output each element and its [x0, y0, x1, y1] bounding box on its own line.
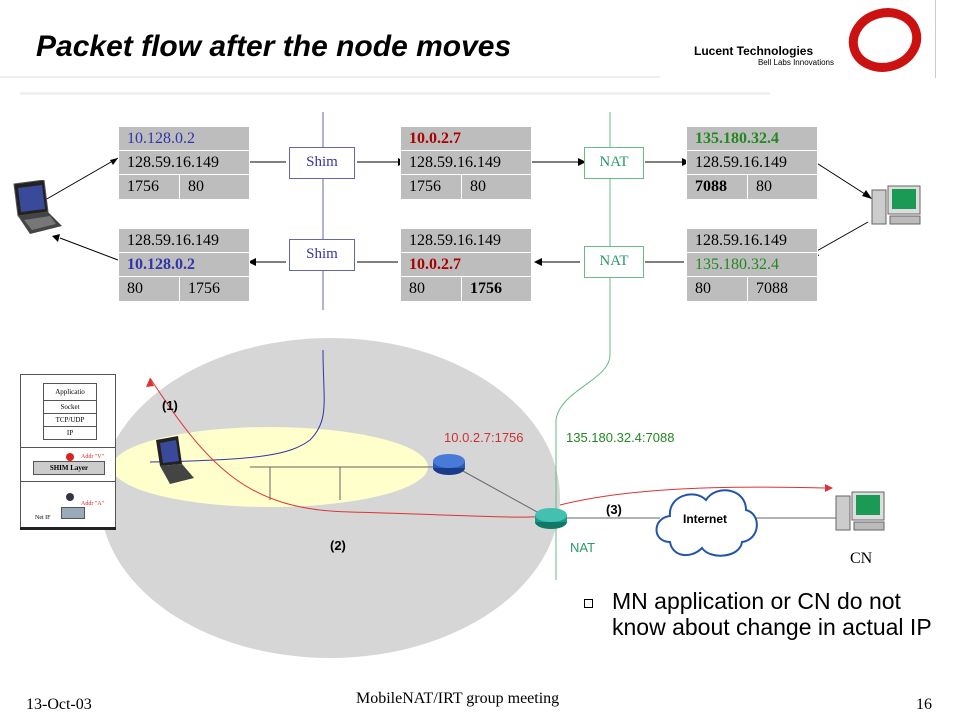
lucent-ring-icon — [848, 8, 922, 72]
arrow-pkt-to-cn — [814, 161, 869, 197]
private-address-label: 10.0.2.7:1756 — [444, 430, 524, 445]
router-icon — [433, 454, 465, 475]
stack-application: Applicatio — [43, 383, 97, 401]
packet-dport: 80 — [188, 178, 204, 195]
packet-top-mid: 10.0.2.7 128.59.16.149 1756 80 — [400, 126, 532, 200]
bullet-text: MN application or CN do not know about c… — [612, 588, 932, 640]
company-logo: Lucent Technologies Bell Labs Innovation… — [694, 44, 834, 67]
internet-label: Internet — [683, 512, 728, 526]
addr-a-label: Addr "A" — [81, 501, 105, 507]
addr-v-label: Addr "V" — [81, 454, 105, 460]
protocol-stack: Applicatio Socket TCP/UDP IP SHIM Layer … — [20, 374, 116, 528]
shim-box-top: Shim — [289, 147, 355, 179]
packet-path-return — [149, 377, 546, 518]
packet-dst: 10.128.0.2 — [119, 253, 249, 277]
packet-sport: 1756 — [119, 175, 180, 199]
packet-bot-mid: 128.59.16.149 10.0.2.7 80 1756 — [400, 228, 532, 302]
addr-a-dot-icon — [66, 493, 74, 501]
packet-src: 128.59.16.149 — [119, 229, 249, 253]
packet-dst: 128.59.16.149 — [401, 151, 531, 175]
page-title: Packet flow after the node moves — [36, 30, 512, 63]
mobile-node-laptop-icon — [156, 436, 194, 484]
nat-device-icon — [535, 508, 567, 529]
logo-tagline: Bell Labs Innovations — [757, 58, 834, 67]
packet-bot-right: 128.59.16.149 135.180.32.4 80 7088 — [686, 228, 818, 302]
footer-page-number: 16 — [916, 696, 932, 713]
packet-sport: 7088 — [687, 175, 748, 199]
packet-dport: 1756 — [470, 280, 502, 297]
bullet-icon — [584, 599, 593, 608]
nat-boundary-line — [555, 354, 611, 580]
nat-device-label: NAT — [570, 540, 596, 555]
step-3-label: (3) — [606, 502, 622, 517]
packet-src: 128.59.16.149 — [687, 229, 817, 253]
header-divider — [0, 76, 660, 78]
correspondent-node-desktop-icon — [835, 491, 885, 531]
router-nat-link — [451, 464, 549, 519]
packet-src: 135.180.32.4 — [687, 127, 817, 151]
net-card-icon — [61, 507, 85, 519]
packet-bot-left: 128.59.16.149 10.128.0.2 80 1756 — [118, 228, 250, 302]
public-address-label: 135.180.32.4:7088 — [566, 430, 675, 445]
stack-shim-layer: SHIM Layer — [33, 461, 105, 475]
logo-company-name: Lucent Technologies — [694, 44, 814, 58]
arrow-pkt-to-mn — [59, 237, 119, 261]
packet-path-out — [559, 486, 826, 506]
shim-boundary-line — [149, 349, 325, 463]
packet-dst: 10.0.2.7 — [401, 253, 531, 277]
packet-top-left: 10.128.0.2 128.59.16.149 1756 80 — [118, 126, 250, 200]
internet-cloud-icon — [655, 489, 758, 557]
nat-box-top: NAT — [584, 147, 644, 179]
stack-tcpudp: TCP/UDP — [43, 413, 97, 427]
arrow-cn-to-pkt — [814, 221, 869, 253]
packet-src: 128.59.16.149 — [401, 229, 531, 253]
footer-center: MobileNAT/IRT group meeting — [356, 690, 560, 707]
stack-socket: Socket — [43, 400, 97, 414]
packet-dport: 7088 — [756, 280, 788, 297]
packet-sport: 80 — [119, 277, 180, 301]
packet-dport: 80 — [756, 178, 772, 195]
shim-box-bottom: Shim — [289, 239, 355, 271]
packet-top-right: 135.180.32.4 128.59.16.149 7088 80 — [686, 126, 818, 200]
packet-src: 10.0.2.7 — [401, 127, 531, 151]
stack-ip: IP — [43, 426, 97, 440]
cn-label: CN — [850, 550, 873, 567]
header-divider-2 — [20, 92, 770, 95]
packet-dst: 128.59.16.149 — [119, 151, 249, 175]
packet-src: 10.128.0.2 — [119, 127, 249, 151]
packet-dst: 135.180.32.4 — [687, 253, 817, 277]
header-right-border — [935, 0, 936, 78]
packet-dst: 128.59.16.149 — [687, 151, 817, 175]
arrow-mn-to-pkt — [44, 157, 119, 201]
correspondent-node-desktop-icon — [871, 185, 921, 225]
packet-sport: 1756 — [401, 175, 462, 199]
stack-base-line — [20, 527, 116, 530]
packet-dport: 1756 — [188, 280, 220, 297]
addr-v-dot-icon — [66, 453, 74, 461]
mobile-node-laptop-icon — [13, 180, 62, 234]
packet-sport: 80 — [401, 277, 462, 301]
nat-box-bottom: NAT — [584, 246, 644, 278]
net-if-label: Net IF — [35, 515, 51, 521]
step-2-label: (2) — [330, 538, 346, 553]
packet-sport: 80 — [687, 277, 748, 301]
step-1-label: (1) — [162, 398, 178, 413]
packet-dport: 80 — [470, 178, 486, 195]
footer-date: 13-Oct-03 — [26, 696, 92, 713]
